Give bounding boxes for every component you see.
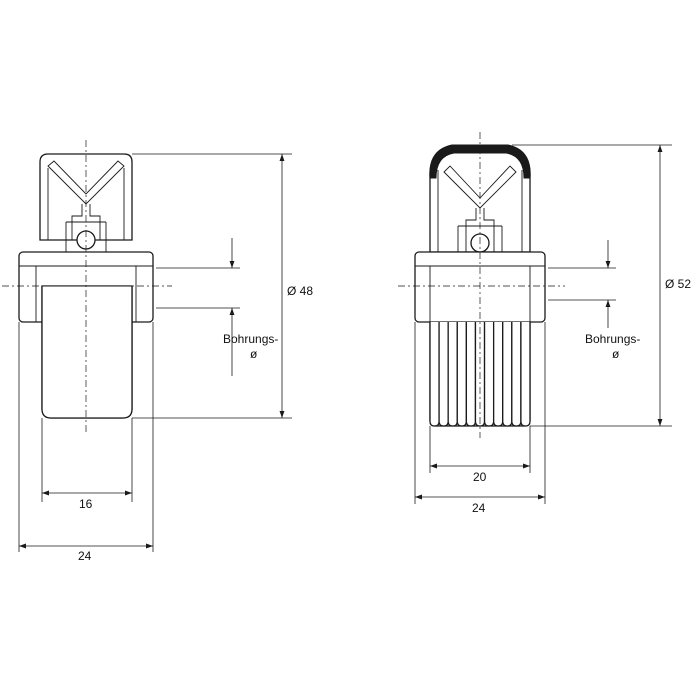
left-bore-label-line2: ø bbox=[250, 347, 258, 361]
right-castor-view: Ø 52 Bohrungs- ø 20 24 bbox=[398, 132, 691, 515]
wheel-rib bbox=[492, 322, 504, 427]
right-wheel-ribs bbox=[429, 322, 531, 427]
left-outer-width-label: 24 bbox=[78, 549, 92, 563]
wheel-rib bbox=[465, 322, 477, 427]
wheel-rib bbox=[511, 322, 522, 427]
wheel-rib bbox=[502, 322, 513, 427]
wheel-rib bbox=[520, 322, 531, 427]
right-bore-label-line2: ø bbox=[612, 347, 620, 361]
left-diameter-label: Ø 48 bbox=[287, 284, 313, 298]
wheel-rib bbox=[447, 322, 458, 427]
right-bore-label-line1: Bohrungs- bbox=[585, 332, 640, 346]
wheel-rib bbox=[483, 322, 495, 427]
wheel-rib bbox=[456, 322, 468, 427]
right-outer-width-label: 24 bbox=[472, 501, 486, 515]
right-diameter-label: Ø 52 bbox=[665, 277, 691, 291]
left-castor-view: Ø 48 Bohrungs- ø 16 24 bbox=[2, 140, 313, 563]
right-inner-width-label: 20 bbox=[473, 470, 487, 484]
wheel-rib bbox=[438, 322, 449, 427]
left-bore-label-line1: Bohrungs- bbox=[223, 332, 278, 346]
left-inner-width-label: 16 bbox=[79, 497, 93, 511]
wheel-rib bbox=[429, 322, 440, 427]
